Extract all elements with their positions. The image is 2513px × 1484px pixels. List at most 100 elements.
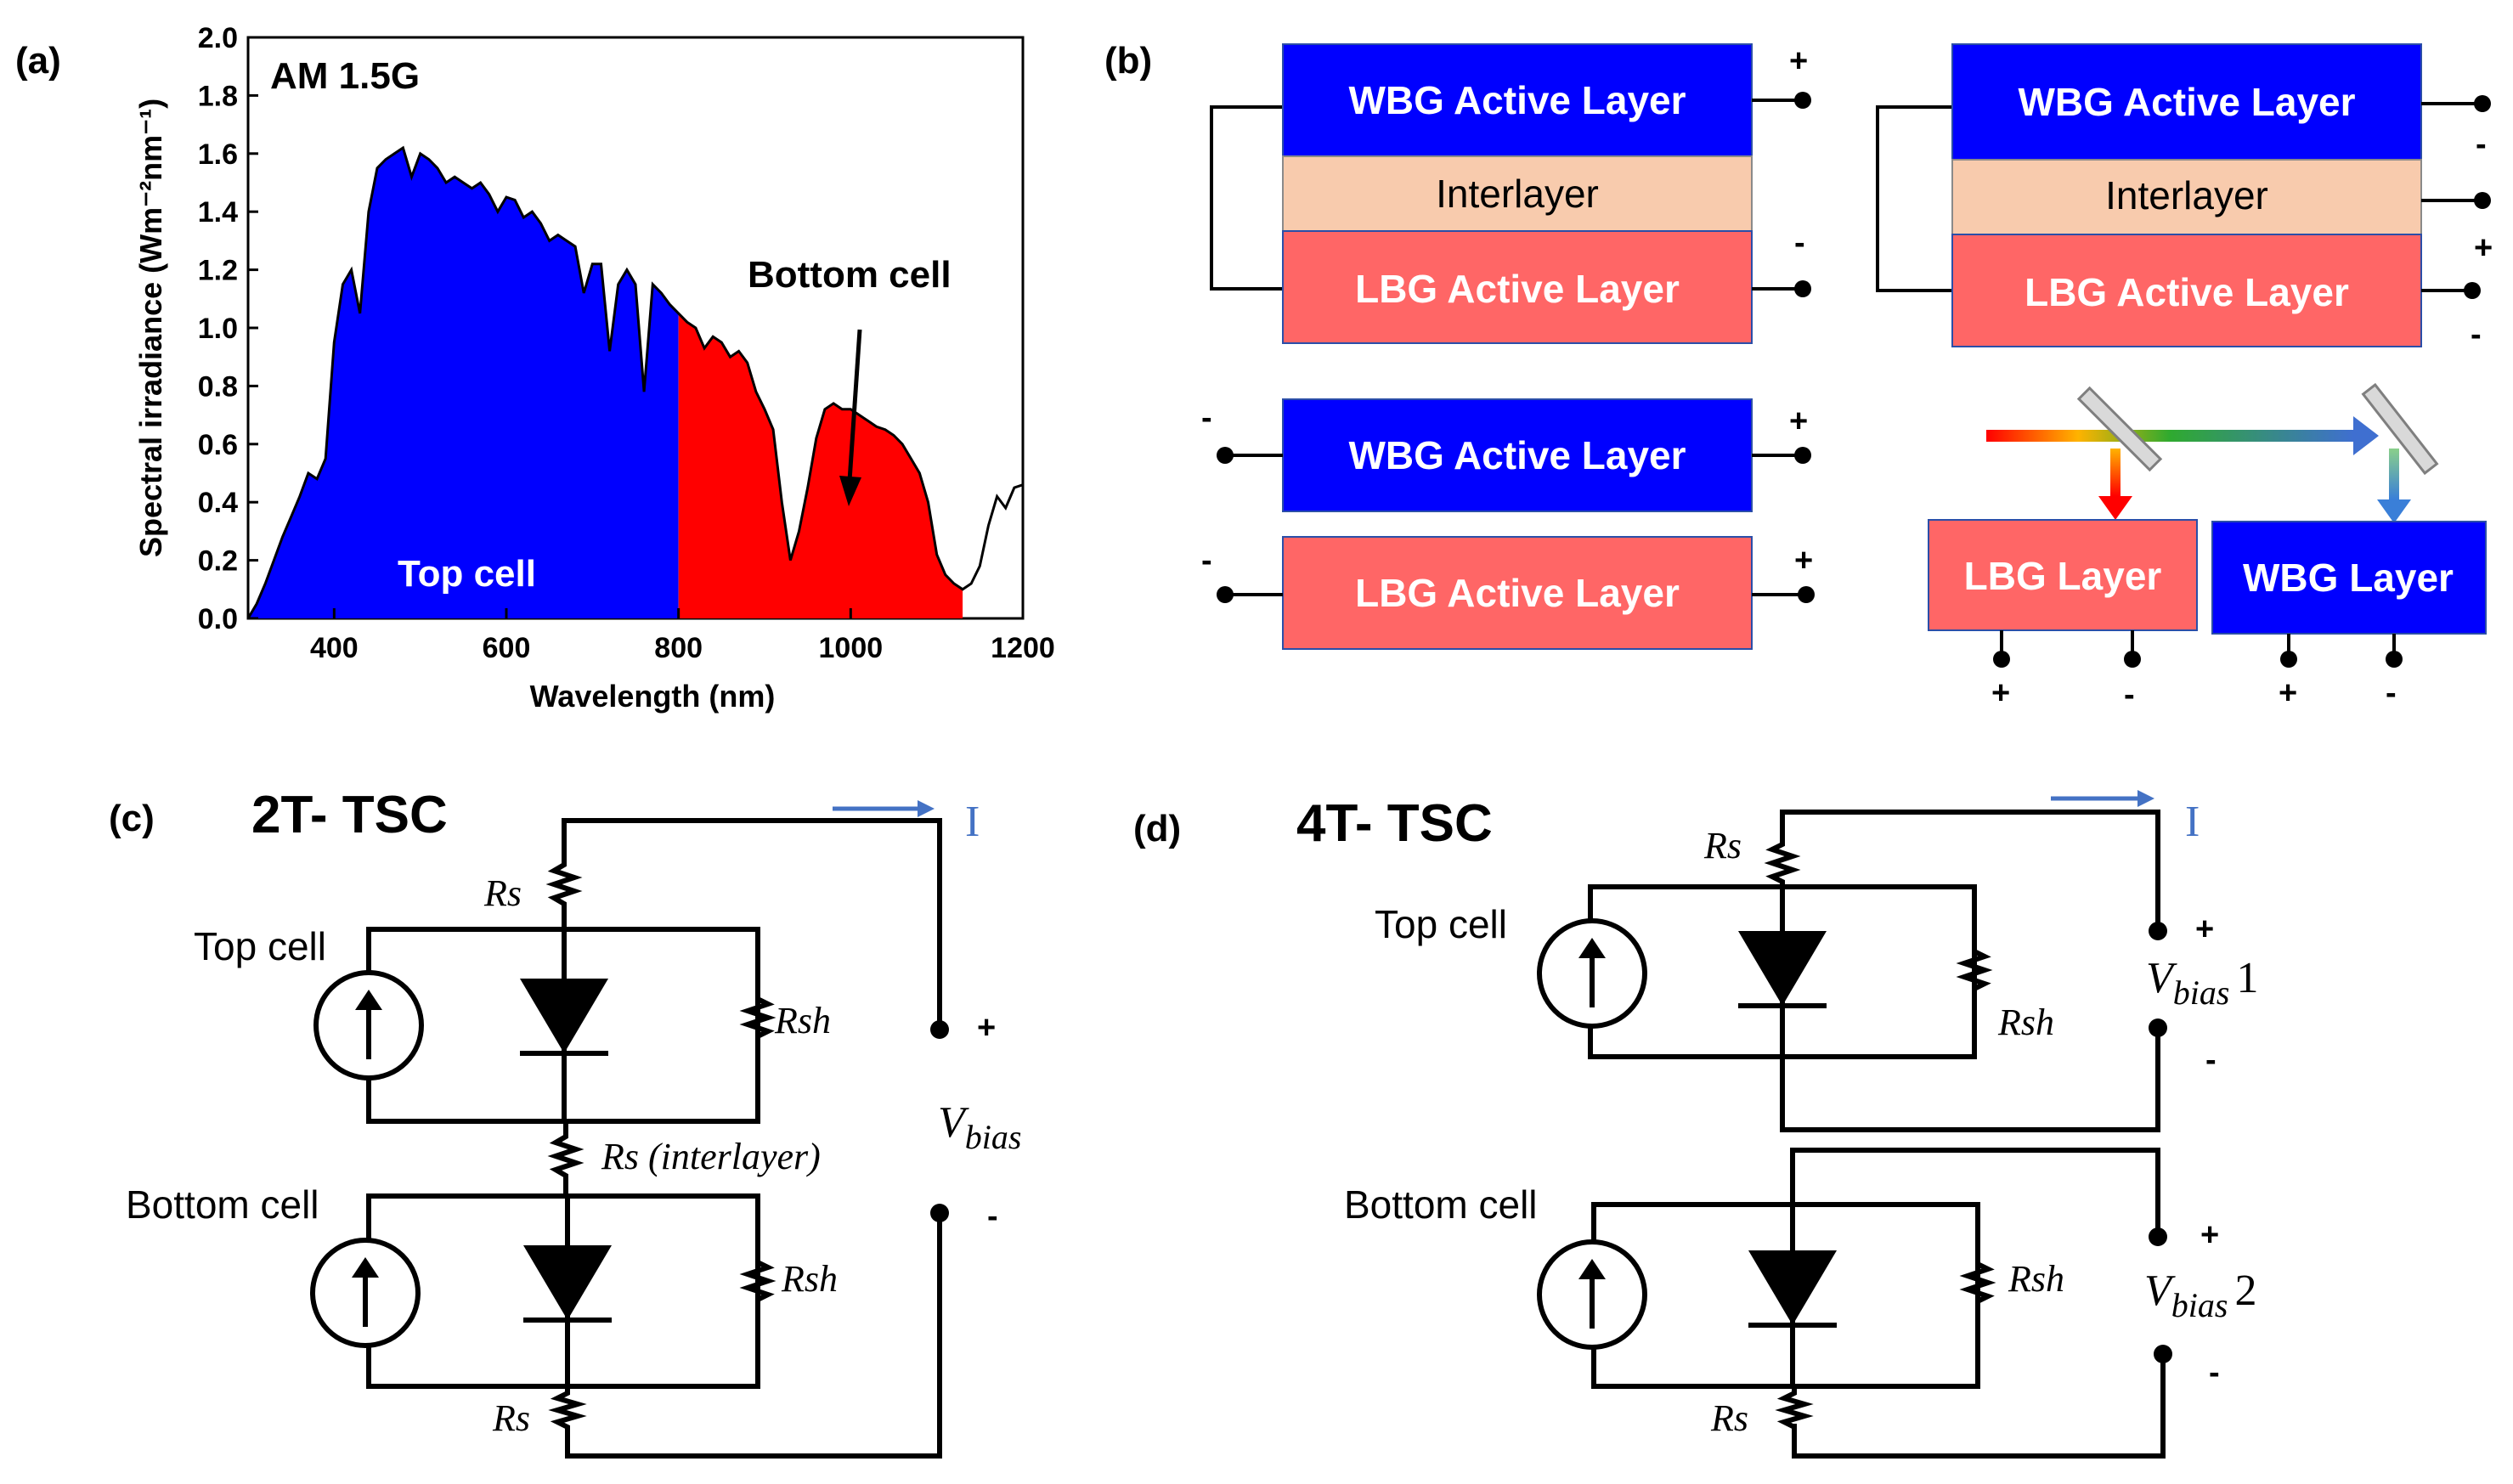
terminal-plus: +	[1794, 543, 1813, 578]
interlayer-label: Interlayer	[2105, 173, 2268, 217]
y-tick-label: 1.0	[198, 313, 238, 345]
config-2t-series: WBG Active Layer Interlayer LBG Active L…	[1210, 43, 1811, 344]
circuit-2t: (c) 2T- TSC I + Vbias - Rs Top cell Rsh …	[109, 786, 1021, 1459]
current-arrowhead	[2137, 790, 2154, 807]
vbias2-subscript: bias	[2171, 1286, 2228, 1324]
terminal-dot	[1798, 586, 1815, 603]
terminal-dot	[1794, 92, 1811, 109]
terminal-dot	[1794, 447, 1811, 464]
diode-icon	[1738, 931, 1827, 1006]
terminal-dot	[1217, 447, 1234, 464]
outer-wire	[1780, 810, 2160, 931]
return-wire	[565, 1213, 942, 1459]
blue-light-path	[2389, 449, 2399, 499]
top-cell-area	[248, 148, 679, 618]
terminal-dot	[2474, 95, 2491, 112]
lbg-active-layer-label: LBG Active Layer	[1355, 571, 1680, 615]
lbg-layer-label: LBG Layer	[1964, 554, 2162, 598]
bottom-cell-label: Bottom cell	[1344, 1182, 1538, 1227]
y-axis-label: Spectral irradiance (Wm⁻²nm⁻¹)	[133, 99, 168, 557]
panel-label-c: (c)	[109, 798, 155, 839]
current-source-icon	[1539, 1242, 1645, 1347]
top-cell-label: Top cell	[194, 924, 326, 968]
rs-resistor	[1764, 838, 1801, 889]
bottom-cell-arrowhead	[839, 476, 861, 506]
rs-interlayer-resistor	[547, 1121, 584, 1196]
rs-resistor	[548, 1386, 587, 1437]
panel-label-a: (a)	[15, 40, 61, 82]
diode-icon	[520, 979, 608, 1053]
terminal-dot	[1217, 586, 1234, 603]
y-tick-label: 1.6	[198, 138, 238, 171]
rsh-label: Rsh	[781, 1258, 838, 1300]
current-arrowhead	[918, 800, 935, 817]
terminal-plus: +	[1789, 43, 1808, 79]
terminal-minus: -	[1794, 225, 1805, 261]
terminal-minus: -	[2476, 127, 2487, 162]
return-wire	[1792, 1354, 2166, 1459]
chart-title: AM 1.5G	[270, 55, 420, 97]
rsh-label: Rsh	[2008, 1258, 2064, 1300]
terminal-dot	[2149, 922, 2167, 940]
current-label: I	[2185, 798, 2200, 846]
rs-label: Rs	[1703, 825, 1742, 866]
top-cell-annotation: Top cell	[398, 553, 536, 595]
y-tick-label: 0.4	[198, 487, 238, 519]
wbg-active-layer	[1951, 43, 2422, 161]
rs-label: Rs	[1710, 1397, 1748, 1439]
config-4t-stacked: WBG Active Layer LBG Active Layer - + - …	[1201, 398, 1815, 650]
panel-label-d: (d)	[1133, 808, 1181, 849]
x-tick-label: 1000	[819, 632, 884, 664]
terminal-minus: -	[2471, 317, 2482, 353]
terminal-dot	[2280, 651, 2297, 668]
x-tick-label: 800	[654, 632, 703, 664]
x-axis-label: Wavelength (nm)	[530, 679, 776, 714]
y-tick-label: 0.0	[198, 603, 238, 635]
config-spectral-splitting: LBG Layer WBG Layer + - + -	[1928, 382, 2487, 713]
vbias1-plus: +	[2195, 911, 2214, 947]
rsh-label: Rsh	[774, 1000, 831, 1041]
top-cell-label: Top cell	[1375, 902, 1507, 946]
spectrum-series-line	[246, 145, 1024, 619]
series-wire	[1876, 105, 1954, 292]
wbg-active-layer-label: WBG Active Layer	[2018, 80, 2355, 124]
wbg-layer-label: WBG Layer	[2243, 556, 2454, 600]
lbg-active-layer-label: LBG Active Layer	[2025, 270, 2349, 314]
interlayer-label: Interlayer	[1436, 172, 1599, 216]
terminal-plus: +	[2279, 675, 2297, 711]
bottom-cell-label: Bottom cell	[126, 1182, 319, 1227]
vbias-v: V	[938, 1098, 969, 1147]
vbias2-minus: -	[2209, 1355, 2220, 1391]
x-tick-label: 1200	[991, 632, 1055, 664]
light-beam-arrowhead	[2353, 416, 2379, 455]
terminal-dot	[1993, 651, 2010, 668]
rs-label: Rs	[483, 872, 522, 914]
current-source-icon	[316, 973, 421, 1078]
rsh-resistor	[739, 990, 776, 1045]
lbg-active-layer	[1282, 230, 1753, 344]
terminal-dot	[2149, 1227, 2167, 1246]
vbias1-v: V	[2146, 954, 2177, 1002]
y-tick-label: 1.4	[198, 196, 238, 229]
lbg-active-layer	[1951, 234, 2422, 347]
circuit-title: 2T- TSC	[251, 786, 448, 844]
wbg-layer	[2211, 521, 2487, 635]
terminal-plus: +	[1789, 403, 1808, 439]
diode-icon	[1748, 1250, 1837, 1325]
panel-label-b: (b)	[1104, 40, 1152, 82]
terminal-dot	[930, 1020, 949, 1039]
y-axis-ticks: 0.00.20.40.60.81.01.21.41.61.82.0	[198, 22, 258, 635]
wbg-active-layer	[1282, 398, 1753, 512]
y-tick-label: 1.8	[198, 80, 238, 112]
rsh-label: Rsh	[1997, 1002, 2054, 1043]
interlayer	[1282, 155, 1753, 232]
terminal-minus: -	[2386, 675, 2397, 711]
vbias1-minus: -	[2205, 1042, 2217, 1078]
rs-label: Rs	[492, 1397, 530, 1439]
red-light-arrowhead	[2098, 496, 2132, 520]
bottom-cell-arrow	[847, 329, 862, 482]
